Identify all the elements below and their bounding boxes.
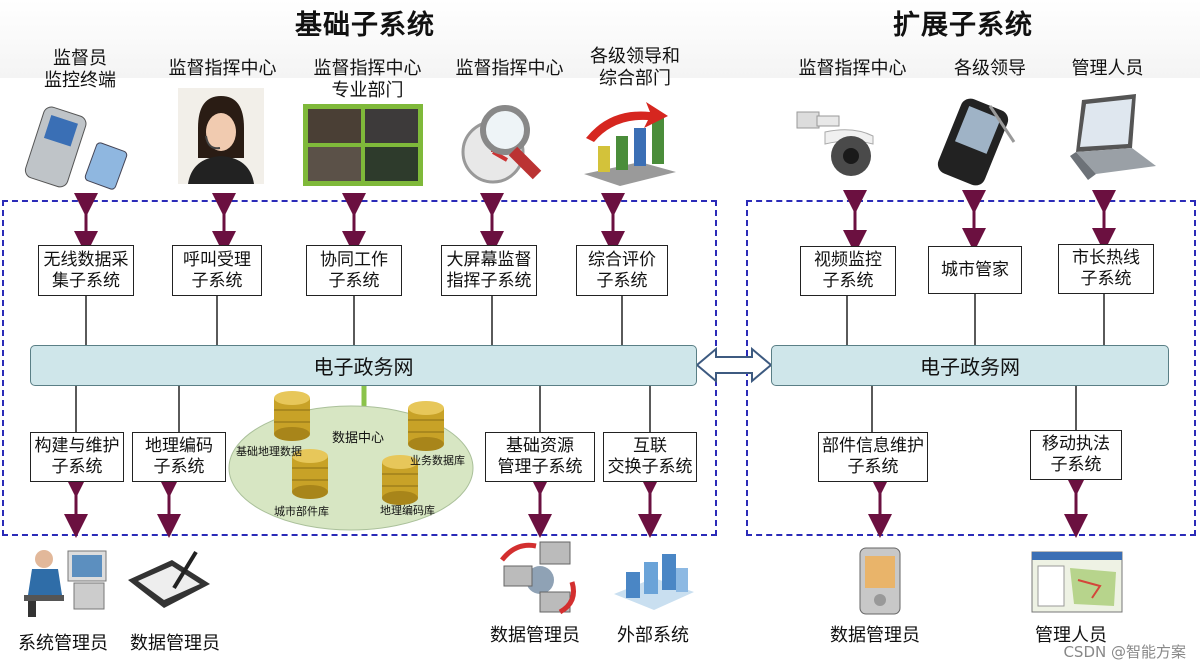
data-center-title: 数据中心 <box>331 431 384 446</box>
admin-at-computer-icon <box>24 550 107 617</box>
laptop-icon <box>1070 94 1156 180</box>
watermark: CSDN @智能方案 <box>1063 643 1186 661</box>
bottom-user-label-4: 外部系统 <box>617 625 689 646</box>
basic-title: 基础子系统 <box>295 10 435 41</box>
big-screen-command-subsystem: 大屏幕监督指挥子系统 <box>441 245 537 296</box>
network-computers-icon <box>500 541 576 615</box>
database-disk-icon <box>408 401 444 451</box>
city-steward-box: 城市管家 <box>928 246 1022 294</box>
bottom-user-label-2: 数据管理员 <box>130 633 220 654</box>
user-label-5: 各级领导和综合部门 <box>590 46 680 89</box>
db-label-city-parts: 城市部件库 <box>274 505 329 518</box>
user-label-3: 监督指挥中心专业部门 <box>313 58 422 101</box>
user-label-4: 监督指挥中心 <box>455 58 564 79</box>
base-resource-mgmt-subsystem: 基础资源管理子系统 <box>485 432 595 482</box>
build-maintain-subsystem: 构建与维护子系统 <box>30 432 124 482</box>
interconnect-exchange-subsystem: 互联交换子系统 <box>603 432 697 482</box>
database-disk-icon <box>292 449 328 499</box>
db-label-business: 业务数据库 <box>410 454 465 467</box>
mayor-hotline-subsystem: 市长热线子系统 <box>1058 244 1154 294</box>
cctv-camera-icon <box>796 111 874 176</box>
growth-chart-icon <box>584 102 676 186</box>
pda-device-icon <box>937 98 1016 186</box>
video-monitoring-subsystem: 视频监控子系统 <box>800 246 896 296</box>
extended-title: 扩展子系统 <box>893 10 1033 41</box>
mobile-enforcement-subsystem: 移动执法子系统 <box>1030 430 1122 480</box>
db-label-base-geo: 基础地理数据 <box>236 445 302 458</box>
geocoding-subsystem: 地理编码子系统 <box>132 432 226 482</box>
evaluation-subsystem: 综合评价子系统 <box>576 245 668 296</box>
user-label-8: 管理人员 <box>1071 58 1144 79</box>
handheld-terminal-icon <box>859 547 901 615</box>
operator-icon <box>178 88 264 184</box>
wireless-data-collection-subsystem: 无线数据采集子系统 <box>38 245 134 296</box>
bottom-user-label-3: 数据管理员 <box>490 625 580 646</box>
e-gov-network-right: 电子政务网 <box>771 345 1169 386</box>
bottom-user-label-1: 系统管理员 <box>18 633 108 654</box>
external-system-icon <box>614 554 694 610</box>
db-label-geocode: 地理编码库 <box>380 504 435 517</box>
mobile-phone-icon <box>24 106 128 190</box>
header-band <box>0 0 1200 78</box>
bottom-user-label-6: 管理人员 <box>1035 625 1107 646</box>
user-label-2: 监督指挥中心 <box>168 58 277 79</box>
component-info-maintenance-subsystem: 部件信息维护子系统 <box>818 432 928 482</box>
database-disk-icon <box>274 391 310 441</box>
e-gov-network-left: 电子政务网 <box>30 345 697 386</box>
user-label-1: 监督员监控终端 <box>44 48 116 91</box>
video-wall-icon <box>303 104 423 186</box>
user-label-7: 各级领导 <box>954 58 1026 79</box>
map-screen-icon <box>1031 551 1123 613</box>
call-handling-subsystem: 呼叫受理子系统 <box>172 245 262 296</box>
user-label-6: 监督指挥中心 <box>798 58 907 79</box>
collaboration-subsystem: 协同工作子系统 <box>306 245 402 296</box>
database-disk-icon <box>382 455 418 505</box>
bottom-user-label-5: 数据管理员 <box>830 625 920 646</box>
magnifier-clock-icon <box>461 105 542 184</box>
drawing-tablet-icon <box>128 550 210 608</box>
